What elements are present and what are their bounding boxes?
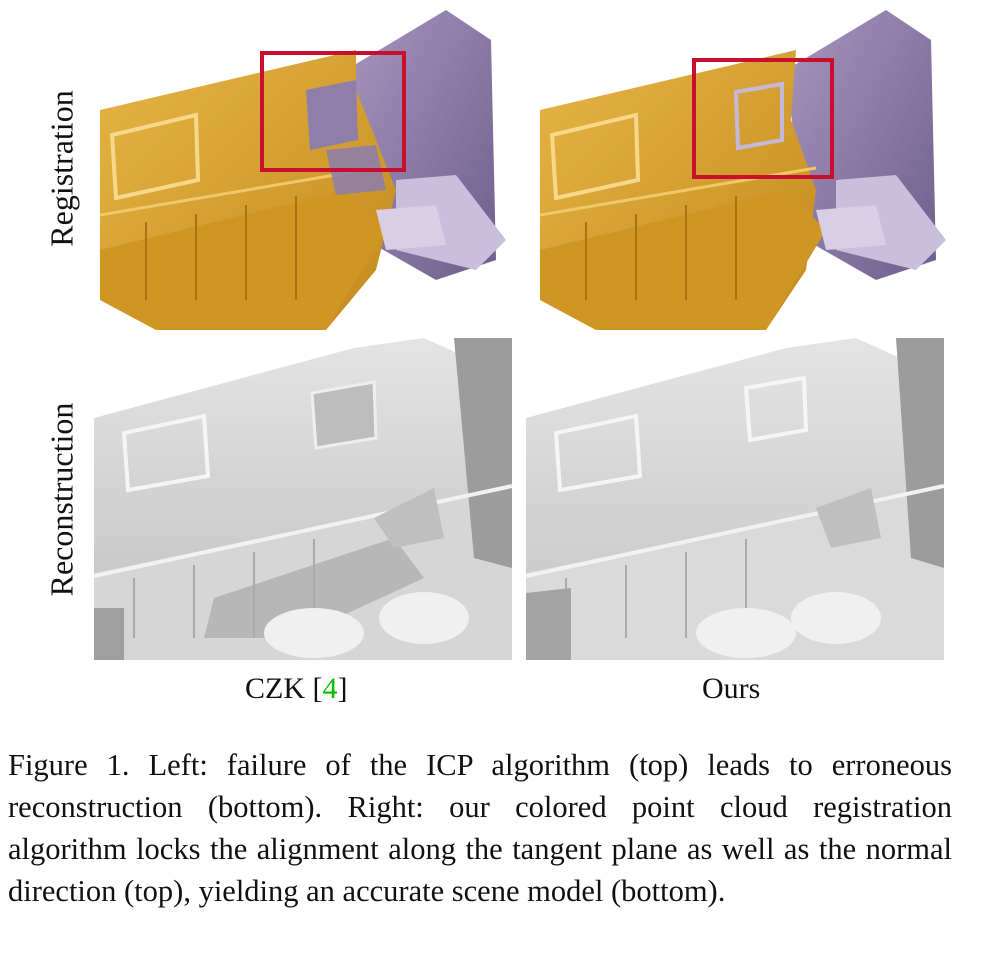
column-label-czk: CZK [4] xyxy=(245,672,348,706)
panel-ours-registration xyxy=(536,0,956,330)
panel-ours-reconstruction xyxy=(526,338,944,660)
row-label-registration: Registration xyxy=(43,90,80,247)
registration-render-ours xyxy=(539,10,946,330)
reconstruction-render-ours xyxy=(526,338,944,660)
highlight-box-czk xyxy=(260,51,406,172)
reconstruction-render-czk xyxy=(94,338,512,660)
registration-render-czk xyxy=(99,10,506,330)
highlight-box-ours xyxy=(692,58,834,179)
citation-open: [ xyxy=(305,672,323,705)
column-label-ours: Ours xyxy=(702,672,761,705)
figure-1: Registration Reconstruction xyxy=(43,0,956,706)
figure-caption: Figure 1. Left: failure of the ICP algor… xyxy=(8,748,952,908)
panel-czk-reconstruction xyxy=(94,338,512,660)
panel-czk-registration xyxy=(96,0,516,330)
citation-close: ] xyxy=(337,672,348,705)
method-name-czk: CZK xyxy=(245,672,305,705)
row-label-reconstruction: Reconstruction xyxy=(43,402,80,597)
citation-link[interactable]: 4 xyxy=(322,672,338,705)
